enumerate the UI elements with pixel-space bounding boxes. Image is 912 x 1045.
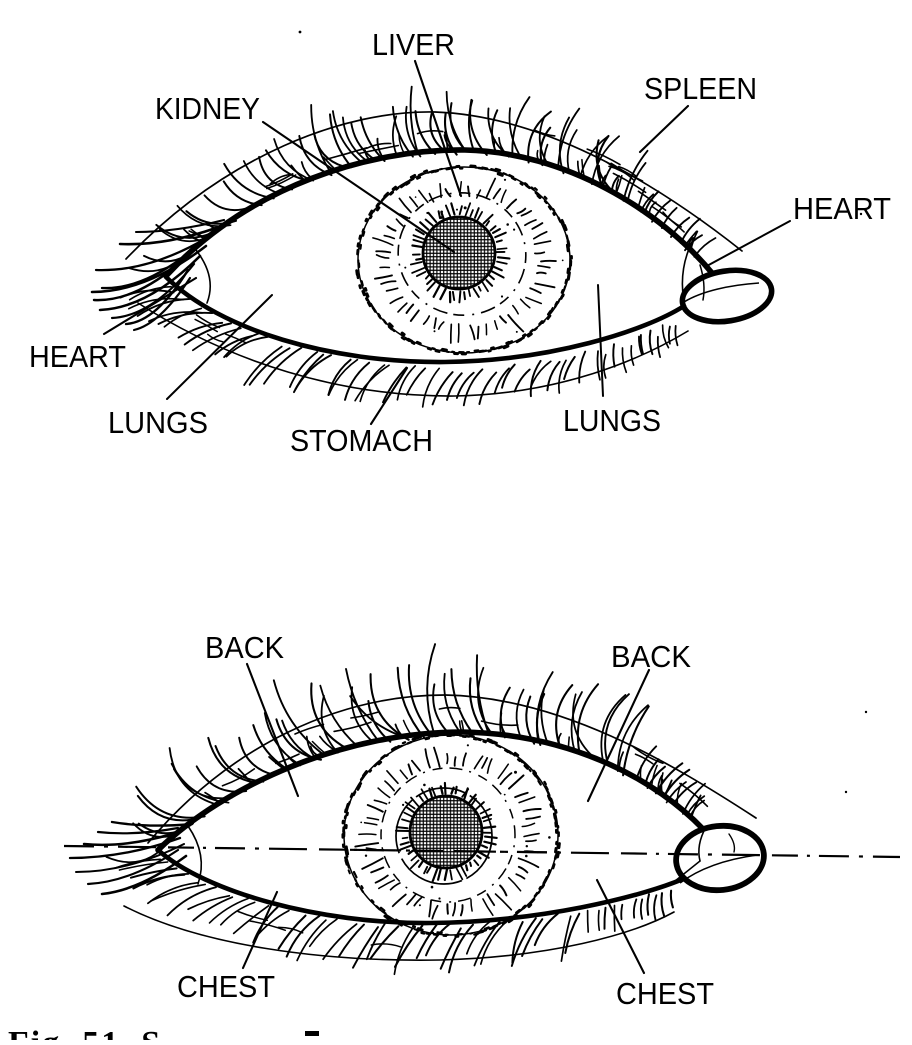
svg-text:Fig. 51. S: Fig. 51. S bbox=[8, 1025, 162, 1040]
svg-text:LIVER: LIVER bbox=[372, 27, 455, 62]
svg-text:LUNGS: LUNGS bbox=[563, 403, 661, 438]
svg-text:LUNGS: LUNGS bbox=[108, 405, 208, 440]
svg-text:HEART: HEART bbox=[793, 191, 891, 226]
svg-text:BACK: BACK bbox=[205, 630, 284, 665]
svg-text:KIDNEY: KIDNEY bbox=[155, 91, 260, 126]
svg-text:CHEST: CHEST bbox=[177, 969, 275, 1004]
svg-text:CHEST: CHEST bbox=[616, 976, 714, 1011]
svg-text:HEART: HEART bbox=[29, 339, 126, 374]
svg-text:STOMACH: STOMACH bbox=[290, 423, 433, 458]
svg-text:SPLEEN: SPLEEN bbox=[644, 71, 757, 106]
svg-text:BACK: BACK bbox=[611, 639, 691, 674]
